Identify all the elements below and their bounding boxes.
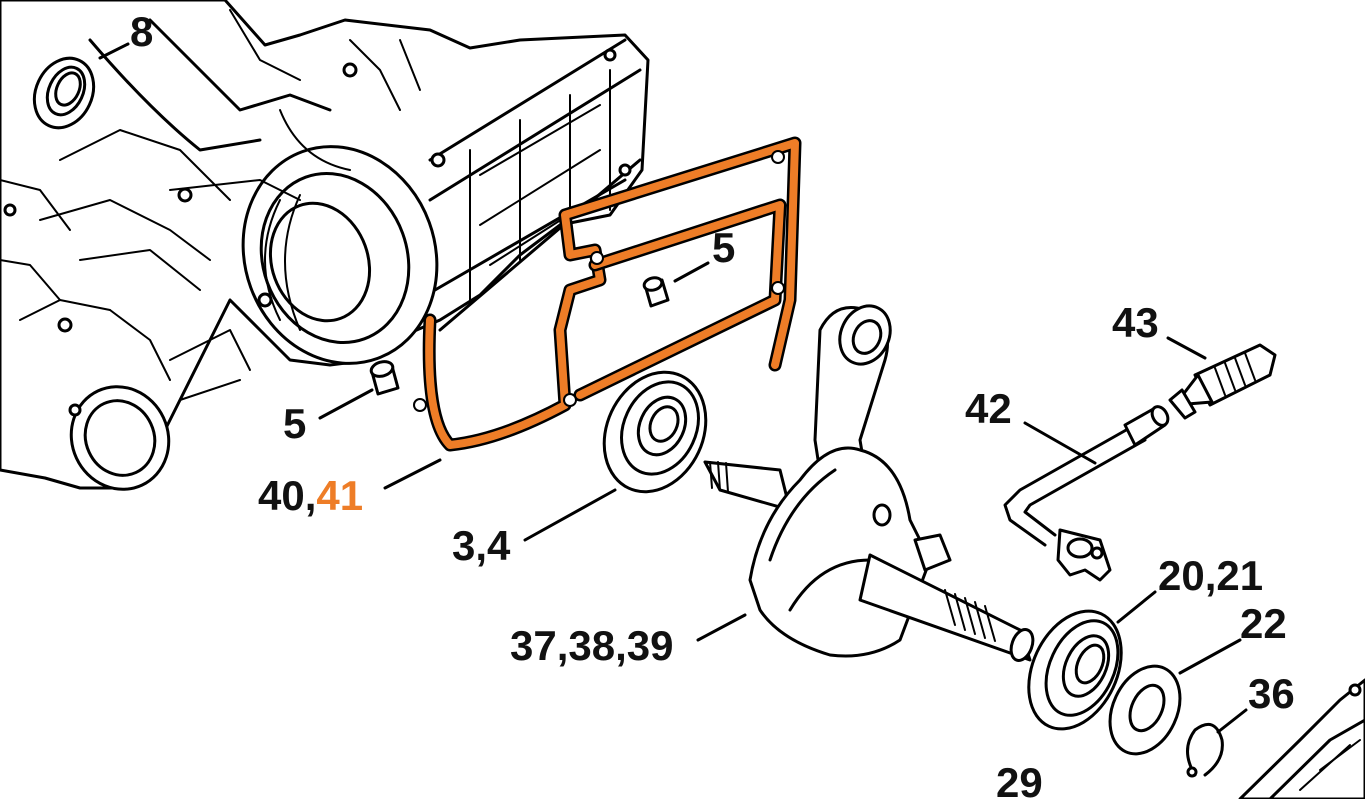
callout-40: 40,	[258, 472, 316, 519]
screw-plug-part	[1168, 343, 1277, 420]
shim-ring-part	[1108, 664, 1182, 756]
dowel-sleeve-left	[369, 360, 400, 396]
callout-37-38-39: 37,38,39	[510, 622, 674, 669]
crankshaft-part	[703, 304, 1035, 662]
oil-seal-part	[32, 56, 96, 130]
dowel-sleeve-top	[642, 276, 670, 308]
leader-lines	[98, 42, 1248, 734]
main-bearing-part	[1027, 609, 1123, 731]
pickup-line-part	[1003, 405, 1170, 582]
callout-40-41: 40,41	[258, 472, 363, 519]
callout-5-left: 5	[283, 400, 306, 447]
callout-22: 22	[1240, 600, 1287, 647]
second-housing-part	[1238, 678, 1365, 799]
callout-5-top: 5	[712, 224, 735, 271]
circlip-part	[1186, 722, 1224, 778]
callout-29: 29	[996, 759, 1043, 799]
callout-8: 8	[130, 8, 153, 55]
crankcase-housing	[0, 0, 650, 491]
ball-bearing-part	[602, 370, 708, 494]
callout-42: 42	[965, 385, 1012, 432]
callout-20-21: 20,21	[1158, 552, 1263, 599]
callout-36: 36	[1248, 670, 1295, 717]
callout-43: 43	[1112, 299, 1159, 346]
callout-3-4: 3,4	[452, 522, 511, 569]
gasket-part-highlighted	[413, 136, 802, 452]
callout-41-highlighted: 41	[316, 472, 363, 519]
